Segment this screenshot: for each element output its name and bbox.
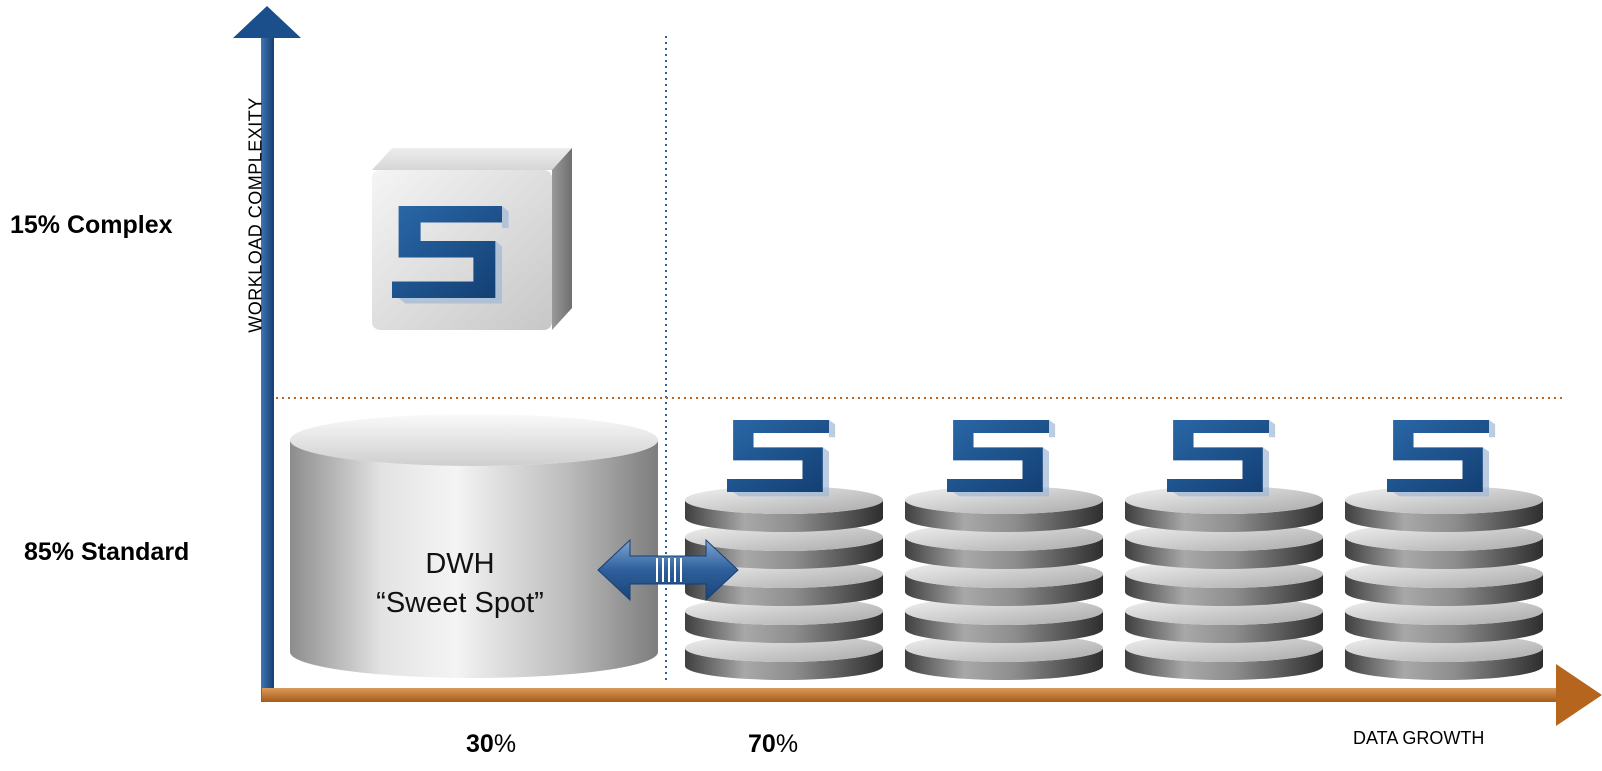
x-axis-arrowhead <box>1556 664 1602 726</box>
disk-stacks <box>685 420 1543 680</box>
dwh-subtitle: “Sweet Spot” <box>376 587 544 619</box>
left-column-value: 30 <box>466 730 494 758</box>
standard-row-label: 85% Standard <box>24 538 190 566</box>
left-column-percent: 30% <box>466 730 516 759</box>
double-headed-arrow-icon <box>597 538 739 602</box>
left-column-unit: % <box>493 730 517 758</box>
right-column-value: 70 <box>748 730 776 758</box>
dwh-title: DWH <box>425 548 495 580</box>
right-column-unit: % <box>775 730 799 758</box>
sybase-s-cube-icon <box>372 148 572 330</box>
database-cylinder-icon <box>290 414 658 678</box>
s-logo-icon <box>947 420 1056 497</box>
s-logo-icon <box>1167 420 1276 497</box>
s-logo-icon <box>727 420 836 497</box>
y-axis-arrowhead <box>233 6 301 38</box>
s-logo-icon <box>1387 420 1496 497</box>
y-axis <box>233 6 301 702</box>
sybase-s-disk-stack-icon <box>905 420 1103 680</box>
y-axis-line <box>261 34 274 702</box>
dwh-label: DWH “Sweet Spot” <box>360 545 560 623</box>
right-column-percent: 70% <box>748 730 798 759</box>
complex-row-label: 15% Complex <box>10 211 173 239</box>
sybase-s-disk-stack-icon <box>1125 420 1323 680</box>
x-axis-title: DATA GROWTH <box>1353 728 1485 748</box>
sybase-s-disk-stack-icon <box>1345 420 1543 680</box>
x-axis <box>262 664 1602 726</box>
x-axis-line <box>262 688 1562 702</box>
y-axis-title: WORKLOAD COMPLEXITY <box>245 97 266 333</box>
